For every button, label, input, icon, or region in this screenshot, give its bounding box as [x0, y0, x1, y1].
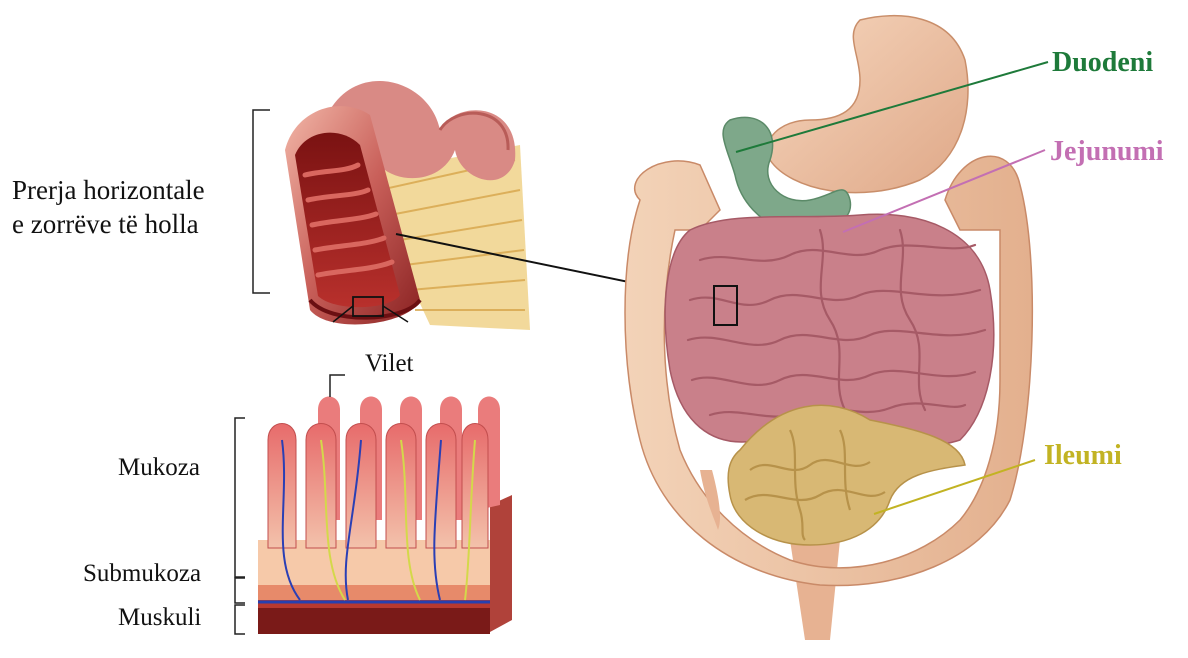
cross-section-bracket [253, 110, 270, 293]
muscle-label: Muskuli [118, 604, 201, 632]
abdomen-tract [625, 16, 1032, 640]
ileum-label: Ileumi [1044, 440, 1122, 472]
duodenum-label: Duodeni [1052, 47, 1153, 79]
mucosa-label: Mukoza [118, 454, 200, 482]
cross-section-label-line1: Prerja horizontale [12, 174, 205, 206]
villi-block [258, 397, 512, 635]
intestine-cross-section [285, 81, 530, 330]
villi-label: Vilet [365, 350, 414, 378]
submucosa-label: Submukoza [83, 560, 201, 588]
jejunum-label: Jejunumi [1050, 136, 1164, 168]
cross-section-label-line2: e zorrëve të holla [12, 208, 199, 240]
